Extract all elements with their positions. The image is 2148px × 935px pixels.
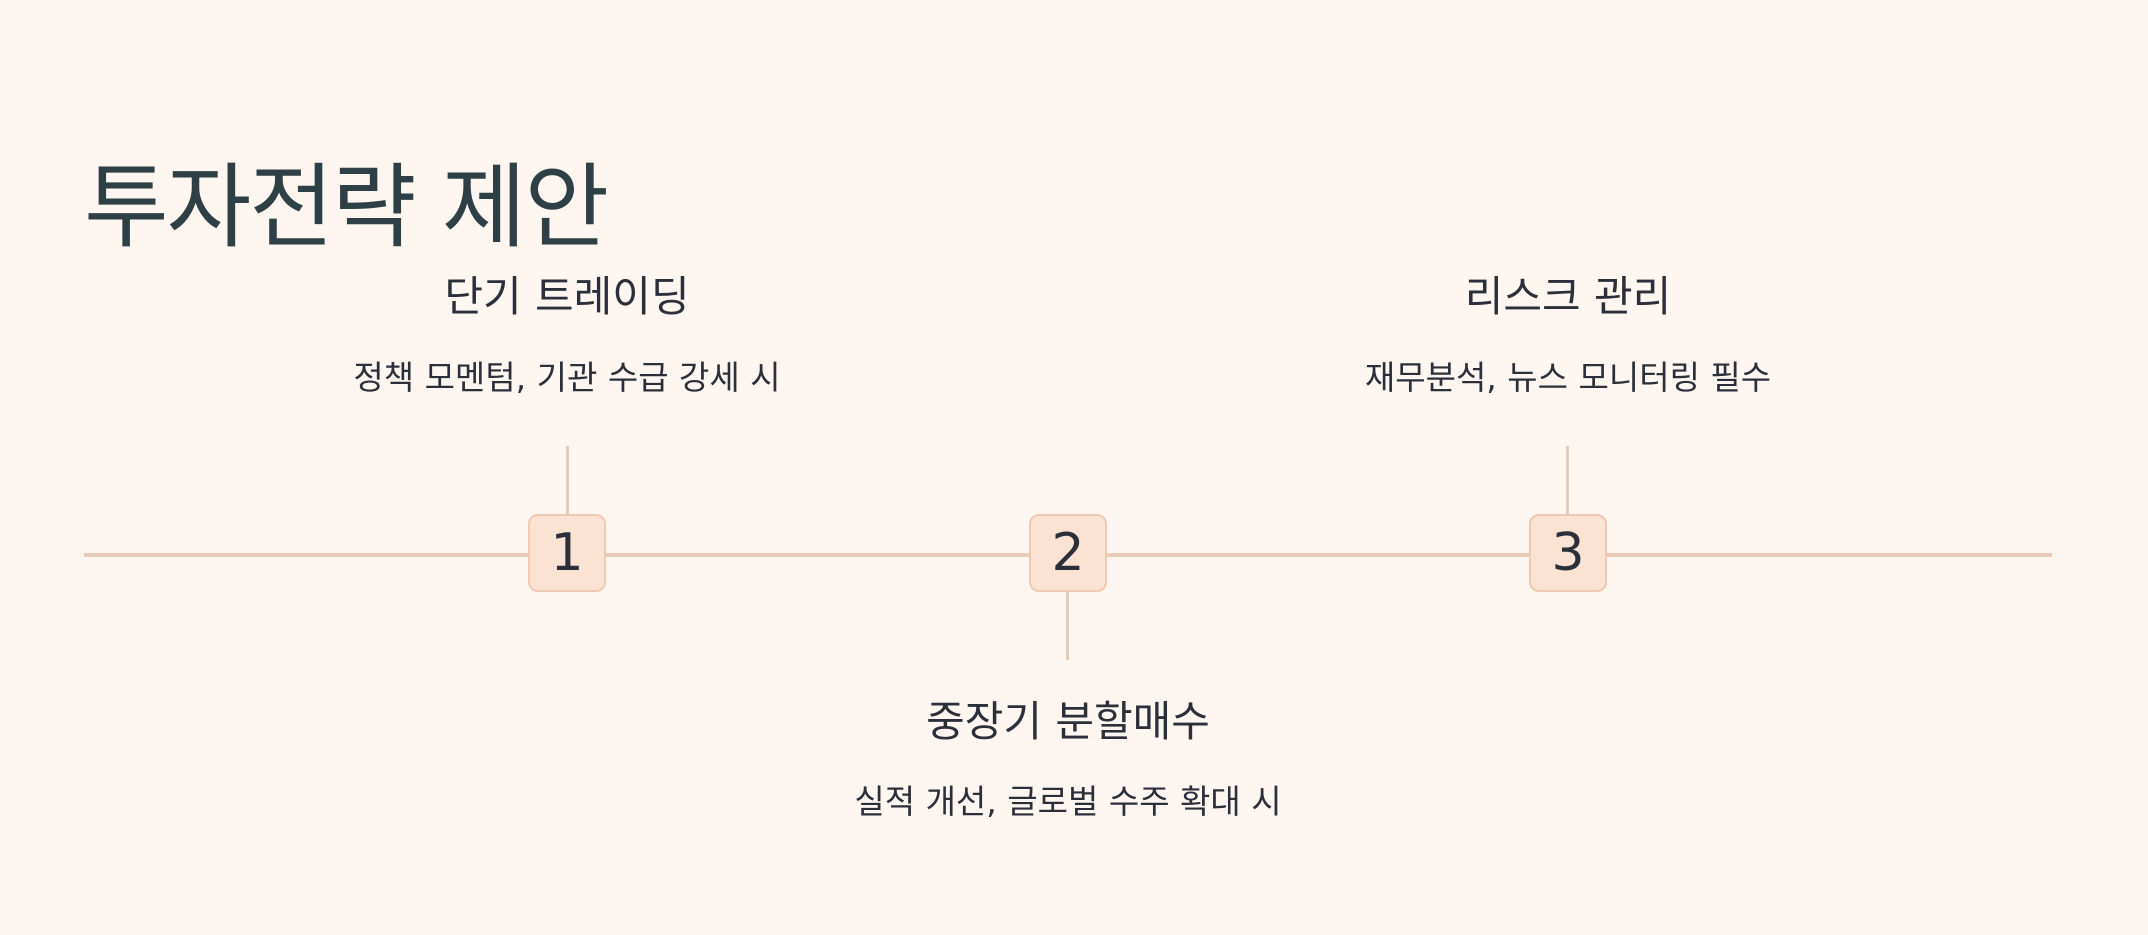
step-connector [1566,446,1569,515]
step-marker: 1 [528,514,606,592]
step-connector [1066,592,1069,660]
step-marker: 2 [1029,514,1107,592]
step-title: 리스크 관리 [1464,272,1672,321]
step-connector [566,446,569,515]
step-description: 재무분석, 뉴스 모니터링 필수 [1364,358,1772,397]
step-title: 단기 트레이딩 [444,272,690,321]
page-title: 투자전략 제안 [84,153,609,261]
step-description: 정책 모멘텀, 기관 수급 강세 시 [353,358,781,397]
step-marker: 3 [1529,514,1607,592]
step-title: 중장기 분할매수 [926,697,1210,746]
step-description: 실적 개선, 글로벌 수주 확대 시 [854,782,1282,821]
